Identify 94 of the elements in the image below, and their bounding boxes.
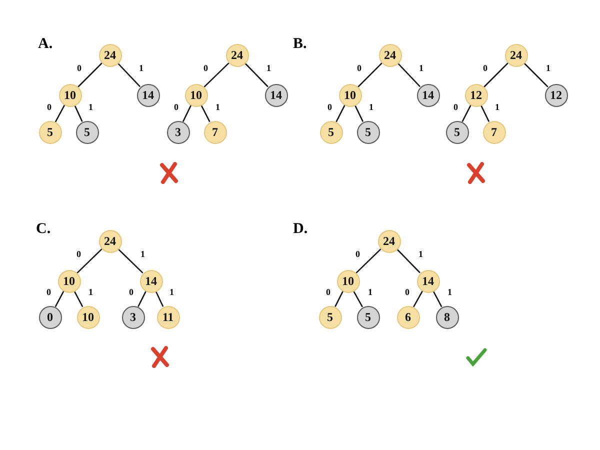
tree-edge — [76, 248, 102, 274]
tree-node: 11 — [156, 306, 180, 328]
tree-node: 5 — [318, 306, 342, 328]
tree-edge — [524, 62, 548, 88]
edge-label: 1 — [367, 287, 374, 297]
tree-node: 5 — [38, 120, 62, 144]
tree-node: 14 — [416, 270, 440, 292]
tree-edge — [358, 62, 382, 88]
tree-edge — [200, 104, 210, 122]
tree-edge — [244, 62, 268, 88]
edge-label: 1 — [494, 102, 500, 112]
tree-edge — [155, 291, 164, 307]
tree-edge — [182, 105, 192, 122]
tree-edge — [138, 291, 146, 307]
tree-edge — [78, 62, 102, 88]
tree-edge — [204, 62, 230, 88]
edge-label: 1 — [138, 63, 144, 73]
tree-node: 3 — [122, 306, 144, 328]
tree-node: 12 — [464, 84, 488, 106]
edge-label: 1 — [168, 287, 175, 297]
tree-edge — [118, 248, 144, 274]
edge-label: 1 — [418, 63, 424, 73]
tree-node: 0 — [38, 306, 62, 328]
tree-edge — [336, 104, 346, 122]
tree-node: 10 — [338, 84, 362, 106]
tree-edge — [480, 105, 490, 122]
edge-label: 1 — [446, 287, 453, 297]
tree-node: 5 — [76, 120, 98, 144]
tree-edge — [74, 105, 83, 122]
tree-edge — [74, 290, 84, 308]
tree-node: 10 — [76, 306, 100, 328]
tree-node: 24 — [98, 44, 122, 66]
edge-label: 0 — [356, 63, 362, 73]
edge-label: 0 — [354, 249, 361, 259]
edge-label: 0 — [202, 63, 209, 73]
edge-label: 0 — [46, 102, 52, 112]
edge-label: 1 — [418, 249, 424, 259]
tree-node: 14 — [136, 84, 160, 106]
tree-node: 7 — [204, 120, 226, 144]
tree-node: 7 — [482, 120, 506, 144]
tree-node: 10 — [58, 270, 80, 292]
tree-node: 14 — [140, 270, 162, 292]
tree-node: 24 — [98, 230, 122, 252]
panel-label: B. — [293, 36, 307, 53]
tree-node: 6 — [396, 306, 420, 328]
tree-edge — [354, 105, 364, 122]
panel-label: A. — [38, 36, 53, 53]
tree-edge — [462, 104, 472, 122]
tree-node: 5 — [320, 120, 342, 144]
tree-node: 5 — [356, 306, 380, 328]
tree-node: 5 — [446, 120, 468, 144]
panel-label: C. — [36, 221, 51, 238]
edge-label: 0 — [452, 102, 459, 112]
tree-edge — [396, 248, 420, 274]
edge-label: 0 — [482, 63, 488, 73]
tree-node: 14 — [416, 84, 440, 106]
tree-node: 10 — [184, 84, 208, 106]
tree-node: 14 — [264, 84, 288, 106]
edge-label: 1 — [545, 63, 552, 73]
tree-node: 10 — [336, 270, 360, 292]
tree-node: 24 — [226, 44, 248, 66]
tree-edge — [54, 290, 64, 308]
edge-label: 0 — [76, 63, 82, 73]
tree-edge — [353, 290, 363, 308]
tree-node: 24 — [378, 44, 402, 66]
tree-node: 10 — [58, 84, 82, 106]
tree-edge — [54, 104, 66, 122]
tree-node: 5 — [356, 120, 380, 144]
edge-label: 1 — [368, 102, 374, 112]
tree-edge — [334, 291, 344, 307]
edge-label: 1 — [214, 102, 221, 112]
tree-node: 24 — [378, 230, 400, 252]
edge-label: 0 — [76, 249, 82, 259]
tree-edge — [413, 290, 423, 308]
edge-label: 1 — [88, 287, 94, 297]
edge-label: 1 — [266, 63, 272, 73]
edge-label: 0 — [128, 287, 134, 297]
tree-edge — [117, 62, 141, 88]
edge-label: 0 — [325, 287, 332, 297]
tree-node: 3 — [166, 120, 190, 144]
edge-label: 0 — [173, 102, 180, 112]
tree-edge — [356, 248, 382, 274]
tree-edge — [397, 62, 421, 88]
panel-label: D. — [293, 221, 308, 238]
tree-edge — [432, 290, 442, 308]
edge-label: 1 — [140, 249, 146, 259]
tree-node: 12 — [544, 84, 568, 106]
edge-label: 1 — [88, 102, 94, 112]
tree-edge — [484, 62, 508, 88]
edge-label: 0 — [326, 102, 333, 112]
tree-node: 8 — [436, 306, 458, 328]
tree-node: 24 — [504, 44, 528, 66]
edge-label: 0 — [46, 287, 52, 297]
edge-label: 0 — [404, 287, 410, 297]
